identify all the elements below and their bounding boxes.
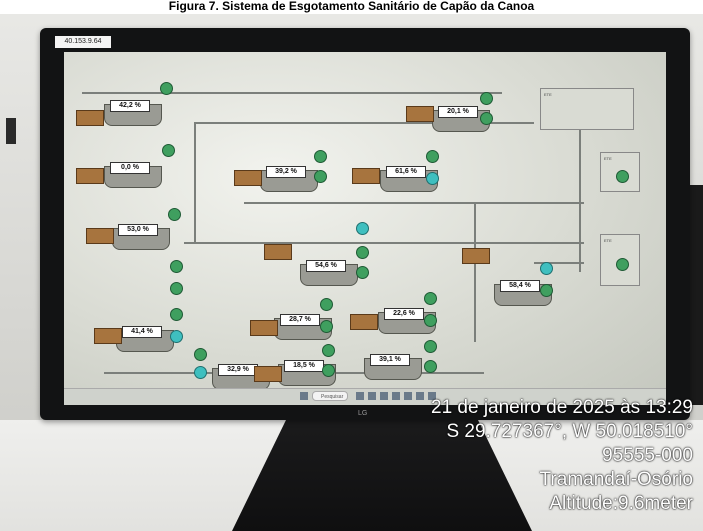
app-icon[interactable] bbox=[416, 392, 424, 400]
stamp-location: Tramandaí-Osório bbox=[539, 469, 693, 490]
pipe bbox=[194, 122, 534, 124]
app-icon[interactable] bbox=[356, 392, 364, 400]
pump-icon bbox=[160, 82, 173, 95]
control-panel bbox=[250, 320, 278, 336]
pump-icon bbox=[356, 222, 369, 235]
pump-icon bbox=[426, 150, 439, 163]
pump-icon bbox=[426, 172, 439, 185]
pump-icon bbox=[616, 170, 629, 183]
app-icon[interactable] bbox=[380, 392, 388, 400]
pump-icon bbox=[320, 298, 333, 311]
pipe bbox=[194, 122, 196, 242]
monitor-logo: LG bbox=[358, 410, 368, 417]
pump-icon bbox=[480, 112, 493, 125]
level-readout: 39,2 % bbox=[266, 166, 306, 178]
pump-icon bbox=[170, 330, 183, 343]
pump-icon bbox=[424, 360, 437, 373]
control-panel bbox=[94, 328, 122, 344]
pump-icon bbox=[314, 150, 327, 163]
stamp-postal-code: 95555-000 bbox=[602, 445, 693, 466]
pump-icon bbox=[314, 170, 327, 183]
scada-screen: ETE ETE ETE 42,2 % 0,0 % 53,0 % 39,2 % 6… bbox=[64, 52, 666, 405]
taskbar-search[interactable]: Pesquisar bbox=[312, 391, 348, 401]
pump-icon bbox=[194, 348, 207, 361]
pipe bbox=[474, 202, 476, 342]
control-panel bbox=[254, 366, 282, 382]
pump-icon bbox=[480, 92, 493, 105]
station-ete-3: ETE bbox=[600, 234, 640, 286]
app-icon[interactable] bbox=[392, 392, 400, 400]
level-readout: 54,6 % bbox=[306, 260, 346, 272]
pump-icon bbox=[170, 308, 183, 321]
pump-icon bbox=[540, 284, 553, 297]
control-panel bbox=[234, 170, 262, 186]
pipe bbox=[184, 242, 584, 244]
app-icon[interactable] bbox=[368, 392, 376, 400]
pipe bbox=[82, 92, 502, 94]
pump-icon bbox=[424, 292, 437, 305]
level-readout: 32,9 % bbox=[218, 364, 258, 376]
level-readout: 53,0 % bbox=[118, 224, 158, 236]
pipe bbox=[244, 202, 584, 204]
start-icon[interactable] bbox=[300, 392, 308, 400]
level-readout: 22,6 % bbox=[384, 308, 424, 320]
left-object bbox=[6, 118, 16, 144]
pump-icon bbox=[540, 262, 553, 275]
level-readout: 41,4 % bbox=[122, 326, 162, 338]
taskbar bbox=[64, 388, 666, 405]
control-panel bbox=[264, 244, 292, 260]
stamp-coordinates: S 29.727367°, W 50.018510° bbox=[446, 421, 693, 442]
pump-icon bbox=[424, 340, 437, 353]
pump-icon bbox=[320, 320, 333, 333]
stamp-altitude: Altitude:9.6meter bbox=[549, 493, 693, 514]
level-readout: 39,1 % bbox=[370, 354, 410, 366]
level-readout: 20,1 % bbox=[438, 106, 478, 118]
pump-icon bbox=[168, 208, 181, 221]
pump-icon bbox=[194, 366, 207, 379]
pump-icon bbox=[356, 266, 369, 279]
pump-icon bbox=[322, 364, 335, 377]
app-icon[interactable] bbox=[404, 392, 412, 400]
control-panel bbox=[350, 314, 378, 330]
pump-icon bbox=[356, 246, 369, 259]
control-panel bbox=[86, 228, 114, 244]
monitor-tag: 40.153.9.64 bbox=[55, 36, 111, 48]
level-readout: 61,6 % bbox=[386, 166, 426, 178]
level-readout: 58,4 % bbox=[500, 280, 540, 292]
station-ete-1: ETE bbox=[540, 88, 634, 130]
control-panel bbox=[76, 168, 104, 184]
pump-icon bbox=[424, 314, 437, 327]
level-readout: 0,0 % bbox=[110, 162, 150, 174]
level-readout: 42,2 % bbox=[110, 100, 150, 112]
app-icon[interactable] bbox=[428, 392, 436, 400]
figure-caption: Figura 7. Sistema de Esgotamento Sanitár… bbox=[0, 0, 703, 14]
control-panel bbox=[406, 106, 434, 122]
control-panel bbox=[352, 168, 380, 184]
pump-icon bbox=[616, 258, 629, 271]
pipe bbox=[534, 262, 584, 264]
pump-icon bbox=[170, 260, 183, 273]
pipe bbox=[579, 122, 581, 272]
control-panel bbox=[462, 248, 490, 264]
stamp-datetime: 21 de janeiro de 2025 às 13:29 bbox=[431, 397, 693, 418]
pump-icon bbox=[322, 344, 335, 357]
pump-icon bbox=[162, 144, 175, 157]
monitor-stand bbox=[232, 420, 532, 531]
level-readout: 28,7 % bbox=[280, 314, 320, 326]
control-panel bbox=[76, 110, 104, 126]
level-readout: 18,5 % bbox=[284, 360, 324, 372]
pump-icon bbox=[170, 282, 183, 295]
